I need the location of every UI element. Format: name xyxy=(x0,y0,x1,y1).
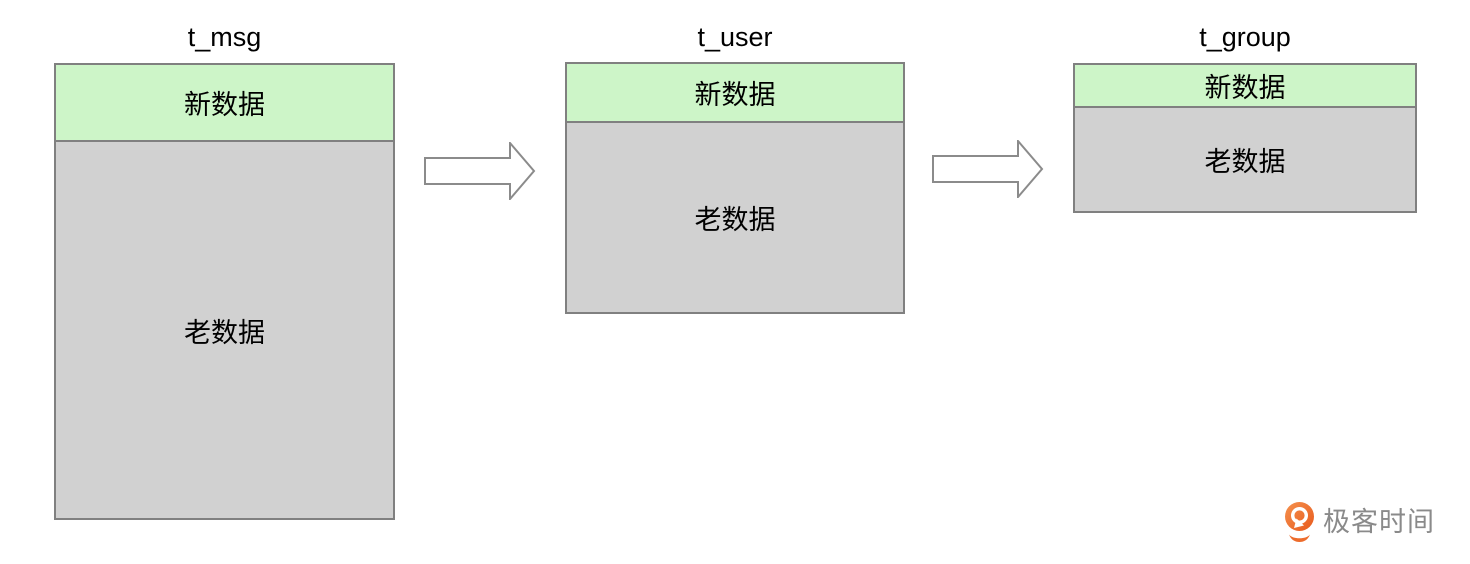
new-data-section: 新数据 xyxy=(56,65,393,142)
table-t-group: 新数据 老数据 xyxy=(1073,63,1417,213)
geektime-logo-icon xyxy=(1285,502,1314,542)
old-data-section: 老数据 xyxy=(567,123,903,312)
geektime-logo-text: 极客时间 xyxy=(1323,506,1435,537)
new-data-section: 新数据 xyxy=(1075,65,1415,108)
table-title-t-user: t_user xyxy=(697,22,773,52)
table-t-user: 新数据 老数据 xyxy=(565,62,905,314)
arrow-right-icon xyxy=(424,142,536,200)
geektime-logo: 极客时间 xyxy=(1283,501,1435,542)
old-data-label: 老数据 xyxy=(184,317,265,348)
old-data-section: 老数据 xyxy=(56,142,393,518)
new-data-label: 新数据 xyxy=(1204,73,1286,103)
arrow-right-shape xyxy=(932,140,1044,198)
new-data-section: 新数据 xyxy=(567,64,903,123)
new-data-label: 新数据 xyxy=(694,80,776,110)
old-data-section: 老数据 xyxy=(1075,108,1415,211)
table-t-msg: 新数据 老数据 xyxy=(54,63,395,520)
table-title-t-msg: t_msg xyxy=(187,22,262,52)
arrow-right-icon xyxy=(932,140,1044,198)
new-data-label: 新数据 xyxy=(184,90,265,120)
arrow-right-shape xyxy=(424,142,536,200)
old-data-label: 老数据 xyxy=(694,205,776,235)
table-title-t-group: t_group xyxy=(1199,22,1291,52)
old-data-label: 老数据 xyxy=(1204,147,1286,177)
